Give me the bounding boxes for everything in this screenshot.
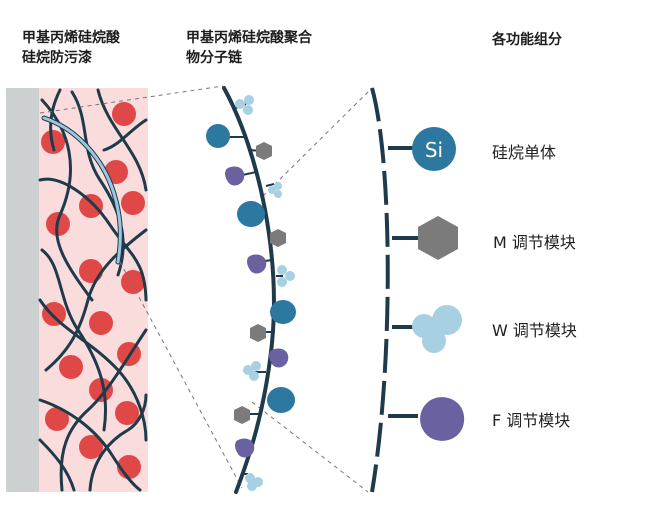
hex-dot — [234, 406, 250, 424]
w-cluster — [277, 265, 295, 287]
chain-curve — [38, 398, 142, 492]
w-cluster — [235, 95, 254, 115]
chain-curve — [38, 438, 76, 492]
w-module-label: W 调节模块 — [492, 321, 577, 340]
pigment-particle — [79, 259, 103, 283]
zoom-guides — [39, 85, 373, 493]
pigment-particle — [112, 102, 136, 126]
chain-curve — [59, 328, 148, 492]
polymer-title: 甲基丙烯硅烷酸聚合 物分子链 — [186, 28, 312, 68]
w-module-clusters — [235, 95, 295, 491]
pigment-particle — [115, 401, 139, 425]
blob-dot — [225, 166, 245, 186]
pigment-particle — [79, 435, 103, 459]
highlighted-chain-inner — [42, 116, 122, 264]
si-legend-text: Si — [425, 138, 443, 162]
w-cluster — [245, 473, 263, 491]
si-dot — [206, 124, 230, 148]
chain-curve — [88, 393, 148, 492]
chain-curve — [44, 228, 148, 372]
components-title: 各功能组分 — [492, 32, 562, 48]
polymer-title-line2: 物分子链 — [186, 50, 242, 66]
si-dot — [267, 387, 295, 413]
pigment-particle — [79, 194, 103, 218]
si-monomer-label: 硅烷单体 — [492, 143, 557, 162]
pigment-particle — [59, 355, 83, 379]
hex-dot — [250, 324, 266, 342]
chain-curve — [40, 98, 94, 302]
si-dot — [270, 300, 296, 324]
si-dot — [237, 201, 265, 227]
f-module-label: F 调节模块 — [492, 411, 571, 430]
m-module-label: M 调节模块 — [493, 233, 576, 252]
si-legend-icon — [412, 127, 456, 171]
right-backbone — [370, 87, 390, 493]
coating-title-line1: 甲基丙烯硅烷酸 — [22, 30, 120, 46]
coating-chains — [38, 88, 148, 492]
chain-curve — [38, 177, 148, 302]
pigment-particle — [89, 378, 113, 402]
w-legend-cluster — [412, 305, 462, 353]
f-legend-blob — [420, 397, 465, 441]
chain-curve — [38, 298, 148, 442]
blob-dot — [235, 438, 255, 458]
w-cluster — [268, 182, 282, 198]
legend-connectors — [388, 146, 418, 418]
m-legend-hexagon — [418, 216, 458, 260]
chain-curve — [102, 118, 148, 152]
hex-dot — [256, 142, 272, 160]
si-monomers — [206, 124, 296, 413]
pigment-particle — [45, 407, 69, 431]
coating-title: 甲基丙烯硅烷酸 硅烷防污漆 — [22, 28, 120, 68]
hex-dot — [270, 229, 286, 247]
pigment-particle — [121, 191, 145, 215]
pigment-particle — [121, 270, 145, 294]
blob-dot — [247, 254, 267, 274]
polymer-title-line1: 甲基丙烯硅烷酸聚合 — [186, 30, 312, 46]
substrate-layer — [6, 88, 39, 492]
pigment-particle — [89, 311, 113, 335]
coating-title-line2: 硅烷防污漆 — [22, 50, 92, 66]
w-cluster — [243, 361, 261, 381]
blob-dot — [269, 348, 289, 368]
pigment-particle — [42, 302, 66, 326]
m-module-hexagons — [234, 142, 286, 424]
f-module-blobs — [225, 166, 289, 458]
